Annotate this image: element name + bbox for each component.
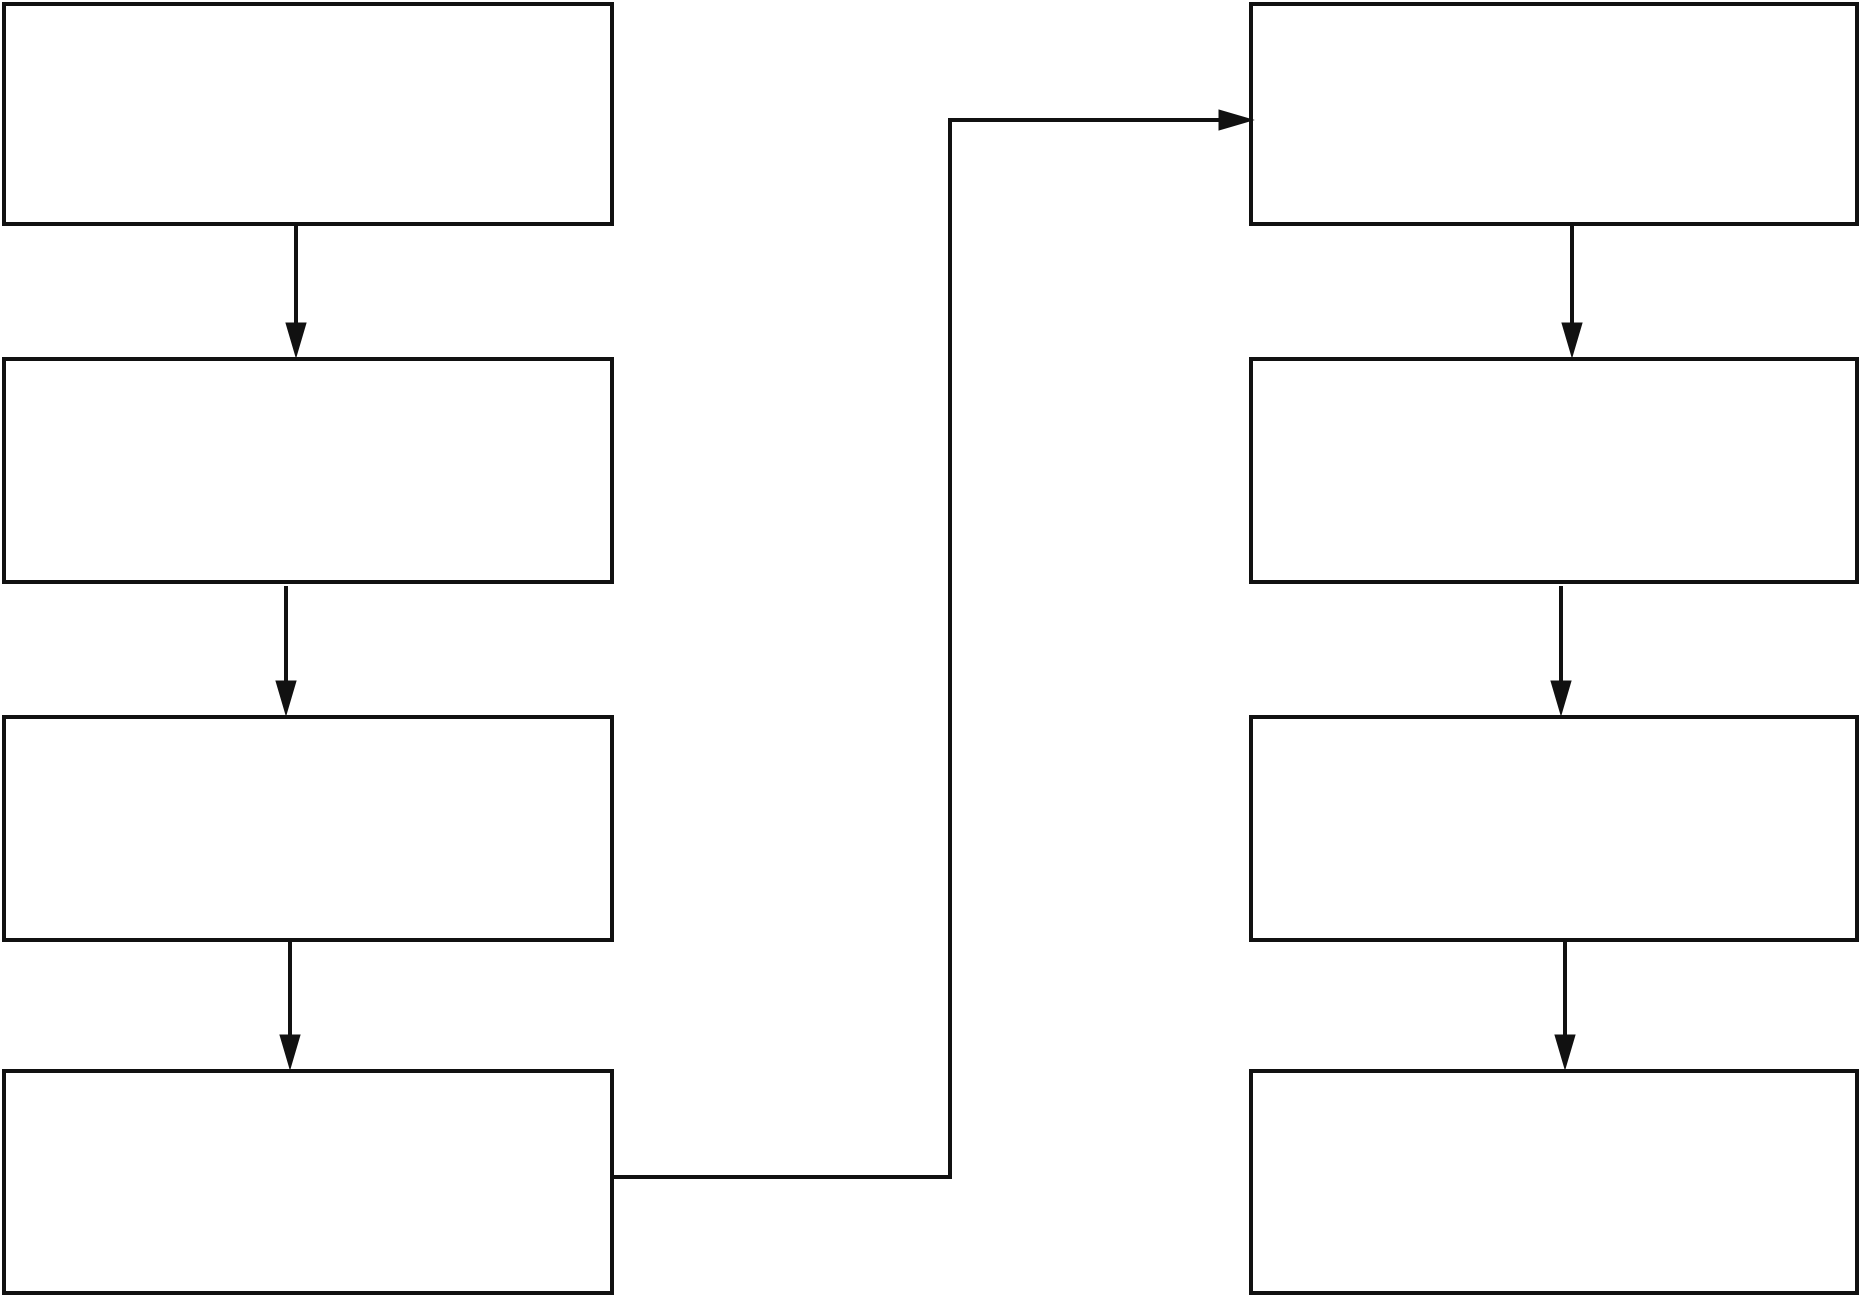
flow-box-left-4	[2, 1069, 614, 1295]
flow-box-frame	[1249, 715, 1859, 942]
flow-box-left-1	[2, 2, 614, 226]
arrowhead-icon	[1561, 322, 1583, 359]
connector-left-2-to-left-3	[275, 586, 297, 717]
flow-box-right-1	[1249, 2, 1859, 226]
flow-box-left-3	[2, 715, 614, 942]
connector-left-4-to-right-1	[610, 109, 1255, 1179]
arrowhead-icon	[285, 322, 307, 359]
connector-right-3-to-right-4	[1554, 940, 1576, 1071]
arrowhead-icon	[279, 1034, 301, 1071]
flow-box-frame	[2, 2, 614, 226]
flow-box-left-2	[2, 357, 614, 584]
flow-box-right-4	[1249, 1069, 1859, 1295]
connector-right-2-to-right-3	[1550, 586, 1572, 717]
flow-box-frame	[2, 1069, 614, 1295]
flow-box-frame	[1249, 357, 1859, 584]
arrowhead-icon	[1218, 109, 1255, 131]
flow-box-frame	[2, 715, 614, 942]
connectors-layer	[275, 109, 1583, 1179]
flow-box-frame	[1249, 2, 1859, 226]
flow-box-frame	[2, 357, 614, 584]
connector-left-1-to-left-2	[285, 224, 307, 359]
flow-box-right-2	[1249, 357, 1859, 584]
arrowhead-icon	[275, 680, 297, 717]
arrowhead-icon	[1550, 680, 1572, 717]
flow-box-right-3	[1249, 715, 1859, 942]
connector-line	[610, 118, 1221, 1179]
connector-right-1-to-right-2	[1561, 224, 1583, 359]
arrowhead-icon	[1554, 1034, 1576, 1071]
connector-left-3-to-left-4	[279, 940, 301, 1071]
flow-box-frame	[1249, 1069, 1859, 1295]
